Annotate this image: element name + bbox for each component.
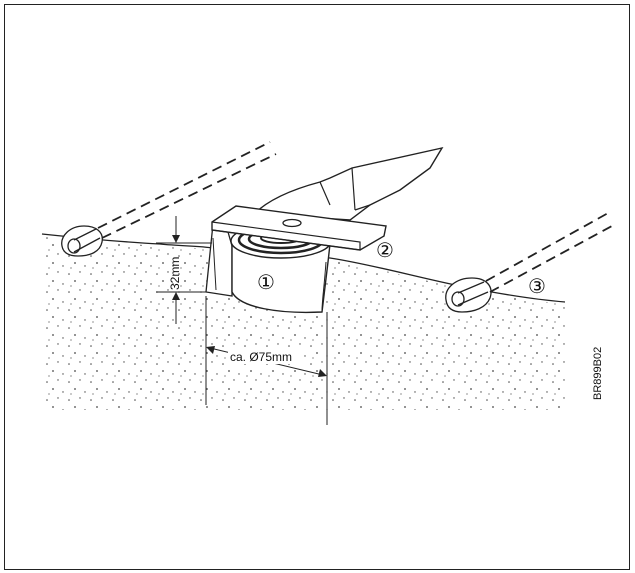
callout-3: ③	[528, 276, 546, 298]
diameter-label-bg	[228, 350, 304, 364]
callout-1: ①	[257, 272, 275, 294]
ground-surface	[41, 233, 566, 303]
boundary-wire-left	[61, 141, 277, 257]
drawing-code: BR899B02	[592, 347, 604, 400]
soil-texture	[42, 236, 565, 410]
height-dimension	[156, 216, 212, 324]
callout-2: ②	[376, 240, 394, 262]
height-label: 32mm	[168, 257, 182, 290]
spade	[252, 146, 444, 221]
boundary-wire-right	[445, 211, 613, 313]
diameter-label: ca. Ø75mm	[230, 350, 292, 364]
hole	[205, 222, 233, 297]
cover-plate	[211, 205, 387, 251]
